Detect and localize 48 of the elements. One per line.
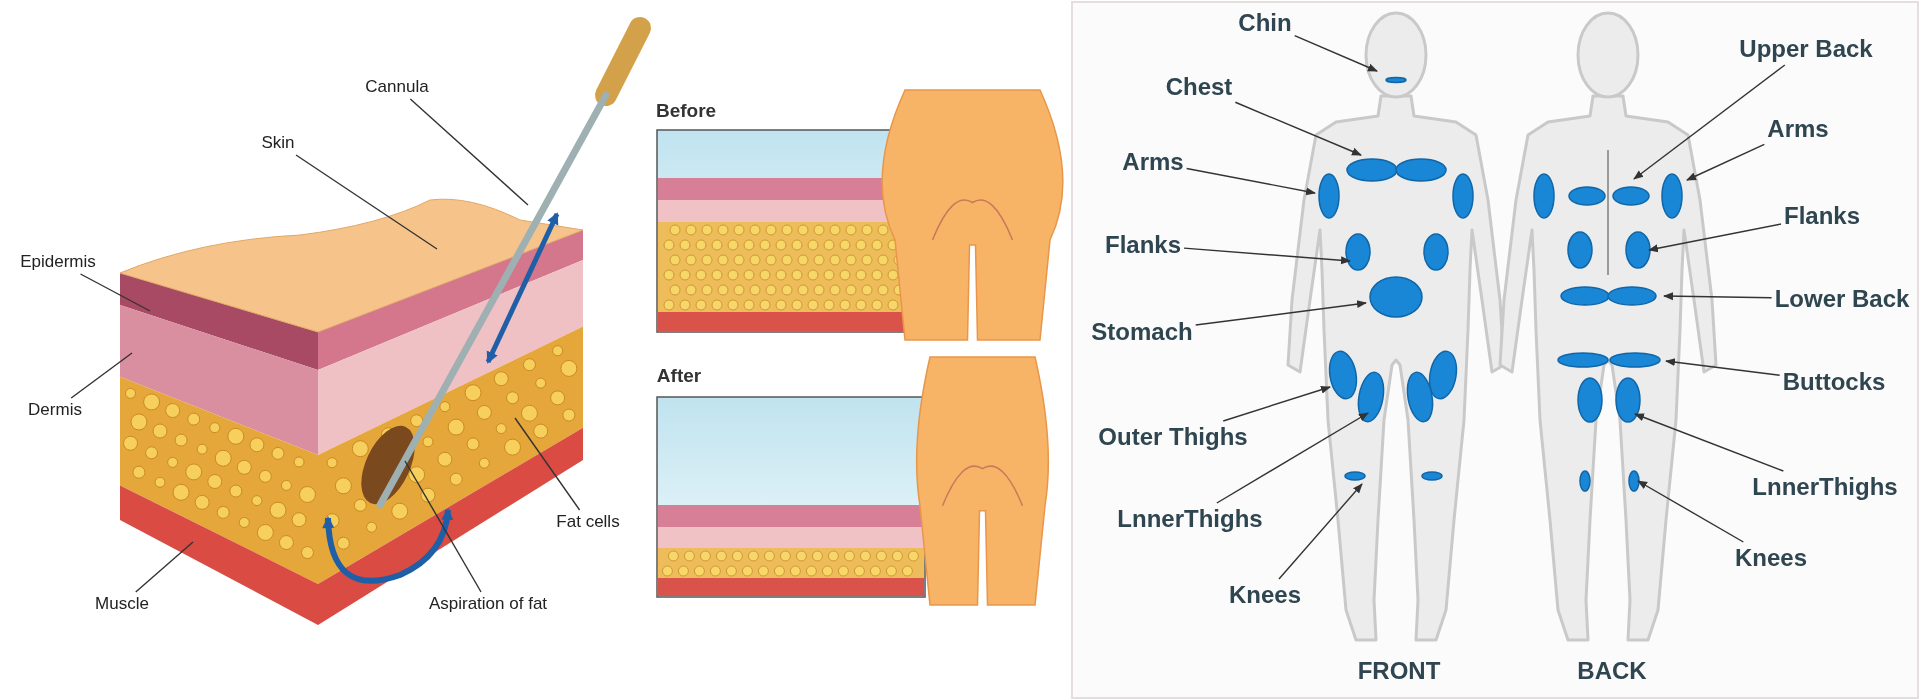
leader-arrow xyxy=(1663,292,1773,301)
part-label: LnnerThighs xyxy=(1117,505,1263,533)
leader-arrow xyxy=(1183,247,1351,265)
leader-arrow xyxy=(1665,358,1781,376)
leader-arrow xyxy=(1634,413,1785,472)
part-label: Muscle xyxy=(95,594,149,614)
leader-line xyxy=(295,154,438,250)
leader-arrow xyxy=(1293,35,1378,72)
part-label: Outer Thighs xyxy=(1098,423,1248,451)
part-label: Arms xyxy=(1122,148,1184,176)
part-label: Stomach xyxy=(1091,318,1193,346)
part-label: Aspiration of fat xyxy=(428,594,548,614)
part-label: Flanks xyxy=(1784,202,1860,230)
part-label: Chin xyxy=(1238,9,1292,37)
part-label: Fat cells xyxy=(556,512,620,532)
leader-arrow xyxy=(1686,143,1765,181)
part-label: Buttocks xyxy=(1782,368,1886,396)
leader-arrow xyxy=(1234,101,1362,156)
leader-line xyxy=(79,273,151,312)
panel-heading: Before xyxy=(655,100,717,122)
leader-arrow xyxy=(1648,223,1782,253)
part-label: LnnerThighs xyxy=(1752,473,1898,501)
view-label: FRONT xyxy=(1357,657,1441,685)
leader-line xyxy=(135,541,194,593)
leader-line xyxy=(404,460,482,593)
leader-arrow xyxy=(1637,480,1745,543)
leader-arrow xyxy=(1278,483,1363,580)
part-label: Upper Back xyxy=(1739,35,1873,63)
part-label: Lower Back xyxy=(1774,285,1910,313)
view-label: BACK xyxy=(1577,657,1647,685)
part-label: Chest xyxy=(1165,73,1233,101)
part-label: Knees xyxy=(1735,544,1807,572)
part-label: Dermis xyxy=(28,400,82,420)
leader-arrow xyxy=(1186,167,1316,196)
part-label: Knees xyxy=(1229,581,1301,609)
leader-arrow xyxy=(1216,412,1369,504)
part-label: Cannula xyxy=(365,77,429,97)
part-label: Arms xyxy=(1767,115,1829,143)
part-label: Epidermis xyxy=(20,252,96,272)
leader-line xyxy=(409,98,529,206)
part-label: Skin xyxy=(261,133,295,153)
part-label: Flanks xyxy=(1105,231,1181,259)
panel-heading: After xyxy=(656,365,702,387)
leader-arrow xyxy=(1222,385,1331,422)
leader-arrow xyxy=(1633,64,1786,180)
leader-arrow xyxy=(1195,300,1367,326)
leader-line xyxy=(70,352,133,399)
leader-line xyxy=(514,417,581,511)
